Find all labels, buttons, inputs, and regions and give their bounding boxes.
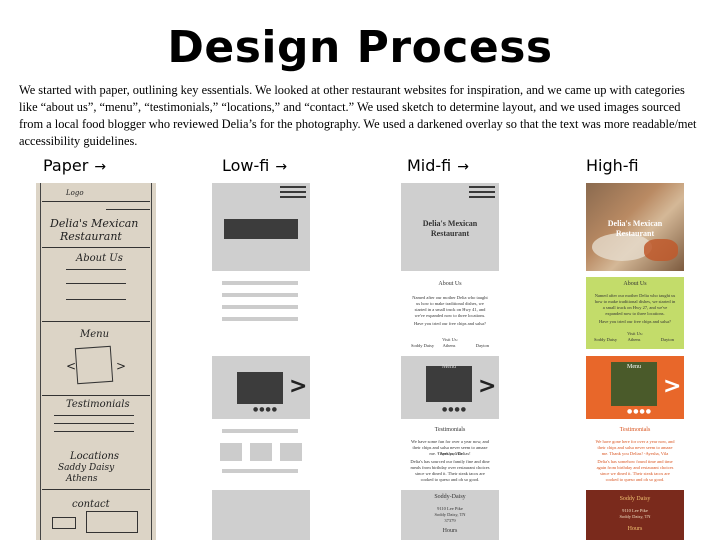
midfi-hours-label: Hours	[442, 528, 458, 534]
chevron-right-icon: >	[289, 374, 308, 399]
hifi-location-1: Soddy Daisy	[594, 337, 618, 342]
hifi-about-heading: About Us	[623, 281, 647, 287]
carousel-dots: ●●●●	[442, 406, 467, 413]
chevron-right-icon: >	[116, 359, 127, 373]
midfi-testimonial-1: We have some fun for over a year now, an…	[410, 439, 490, 456]
carousel-dots: ●●●●	[253, 406, 278, 413]
sketch-restaurant-name: Delia's Mexican	[50, 217, 139, 230]
carousel-dots: ●●●●	[627, 408, 652, 415]
hifi-hours-label: Hours	[627, 526, 643, 532]
midfi-wireframe: Delia's Mexican Restaurant About Us Name…	[401, 183, 499, 540]
sketch-menu-label: Menu	[80, 329, 110, 340]
midfi-restaurant-name: Delia's Mexican	[422, 219, 478, 228]
lowfi-hero	[212, 183, 310, 271]
hifi-menu-section: Menu > ●●●●	[586, 356, 684, 419]
intro-paragraph: We started with paper, outlining key ess…	[19, 83, 697, 148]
hifi-about-section: About Us Named after our mother Delia wh…	[586, 277, 684, 349]
sketch-contact-field	[52, 517, 76, 529]
midfi-restaurant-name-2: Restaurant	[430, 229, 470, 238]
stage-label-hifi: High-fi	[586, 156, 639, 175]
hifi-menu-label: Menu	[627, 364, 641, 370]
midfi-testimonials-heading: Testimonials	[434, 427, 466, 433]
midfi-location-3: Dayton	[475, 343, 489, 348]
hifi-location-2: Athens	[627, 337, 641, 342]
midfi-location-section: Soddy-Daisy 9110 Lee Pike Soddy Daisy, T…	[401, 490, 499, 540]
lowfi-menu-section: > ●●●●	[212, 356, 310, 419]
sketch-testimonials-label: Testimonials	[66, 399, 130, 410]
lowfi-wireframe: > ●●●●	[212, 183, 310, 540]
hifi-hero-photo: Delia's Mexican Restaurant	[586, 183, 684, 271]
hifi-about-question: Have you tried our free chips and salsa?	[598, 319, 672, 324]
hifi-testimonials-heading: Testimonials	[619, 427, 651, 433]
sketch-restaurant-name-2: Restaurant	[60, 230, 122, 243]
lowfi-location-section	[212, 490, 310, 540]
chevron-right-icon: >	[663, 374, 682, 399]
midfi-testimonial-2: Delia's has sourced our family fine and …	[410, 459, 490, 482]
sketch-contact-box	[86, 511, 138, 533]
midfi-address-1: 9110 Lee Pike	[437, 506, 463, 511]
hifi-location-title: Soddy Daisy	[619, 496, 651, 502]
midfi-testimonial-1-author: - Ayesha, Vila	[437, 451, 463, 456]
hifi-about-text: Named after our mother Delia who taught …	[594, 293, 676, 316]
hifi-mockup: Delia's Mexican Restaurant About Us Name…	[586, 183, 684, 540]
midfi-about-heading: About Us	[438, 281, 462, 287]
hifi-location-3: Dayton	[660, 337, 674, 342]
hifi-restaurant-name-2: Restaurant	[615, 229, 655, 238]
midfi-menu-section: Menu > ●●●●	[401, 356, 499, 419]
chevron-right-icon: >	[478, 374, 497, 399]
hifi-testimonial-2: Delia's has somehow found time and time …	[596, 459, 674, 482]
midfi-hero: Delia's Mexican Restaurant	[401, 183, 499, 271]
hifi-restaurant-name: Delia's Mexican	[607, 219, 663, 228]
hifi-address-2: Soddy Daisy, TN	[619, 514, 651, 519]
hifi-visit-label: Visit Us:	[627, 331, 643, 336]
arrow-right-icon: →	[457, 159, 469, 175]
hamburger-menu-icon	[469, 186, 495, 201]
midfi-address-2: Soddy Daisy, TN	[434, 512, 466, 517]
arrow-right-icon: →	[275, 159, 288, 175]
midfi-location-1: Soddy Daisy	[411, 343, 435, 348]
midfi-location-2: Athens	[442, 343, 456, 348]
midfi-menu-label: Menu	[442, 364, 456, 370]
sketch-menu-box	[74, 345, 114, 385]
midfi-visit-label: Visit Us:	[442, 337, 458, 342]
hifi-location-section: Soddy Daisy 9110 Lee Pike Soddy Daisy, T…	[586, 490, 684, 540]
sketch-location-2: Athens	[66, 474, 98, 484]
sketch-logo-text: Logo	[66, 189, 84, 197]
paper-sketch-image: Logo Delia's Mexican Restaurant About Us…	[36, 183, 156, 540]
midfi-about-question: Have you tried our free chips and salsa?	[413, 321, 487, 326]
slide-title: Design Process	[167, 22, 553, 73]
sketch-location-1: Saddy Daisy	[58, 463, 115, 473]
hifi-testimonial-1: We have gone here for over a year now, a…	[595, 439, 675, 456]
sketch-about-label: About Us	[76, 253, 123, 264]
midfi-address-3: 37379	[444, 518, 456, 523]
midfi-location-title: Soddy-Daisy	[434, 494, 466, 500]
chevron-left-icon: <	[66, 359, 77, 373]
midfi-about-text: Named after our mother Delia who taught …	[412, 295, 488, 318]
stage-label-midfi: Mid-fi→	[407, 156, 469, 175]
hamburger-menu-icon	[280, 186, 306, 201]
hifi-address-1: 9110 Lee Pike	[622, 508, 648, 513]
sketch-contact-label: contact	[72, 499, 110, 510]
arrow-right-icon: →	[94, 159, 107, 175]
stage-label-lowfi: Low-fi→	[222, 156, 288, 175]
stage-label-paper: Paper→	[43, 156, 107, 175]
sketch-locations-label: Locations	[70, 451, 120, 462]
